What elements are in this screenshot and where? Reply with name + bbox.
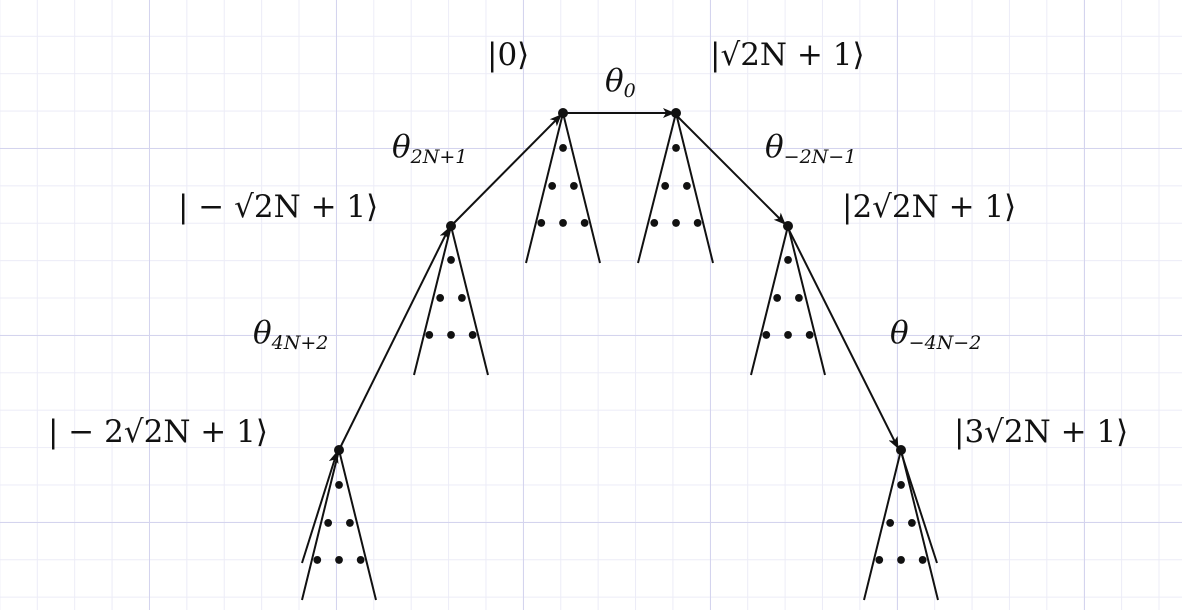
state-label-plus-two: |2√2N + 1⟩ [842, 189, 1017, 225]
angle-label-theta-2n-plus-1: θ2N+1 [392, 132, 467, 167]
subtree-dots-3: • • • [534, 212, 592, 237]
node-s-neg1 [446, 221, 456, 231]
node-s1 [671, 108, 681, 118]
subtree-dots-2: • • [658, 175, 694, 200]
subtree-dots-1: • [669, 137, 683, 162]
angle-symbol: θ [253, 315, 272, 351]
subtree-dots-2: • • [545, 175, 581, 200]
node-s-neg2 [334, 445, 344, 455]
node-s3 [896, 445, 906, 455]
angle-symbol: θ [890, 315, 909, 351]
angle-label-theta-0: θ0 [605, 66, 636, 101]
subtree-dots-1: • [444, 249, 458, 274]
angle-label-theta-minus-4n-minus-2: θ−4N−2 [890, 318, 981, 353]
subtree-dots-3: • • • [759, 324, 817, 349]
node-s2 [783, 221, 793, 231]
subtree-dots-1: • [556, 137, 570, 162]
edge-s2-to-s3 [787, 227, 899, 449]
subtree-dots-2: • • [433, 287, 469, 312]
state-label-minus-two: | − 2√2N + 1⟩ [48, 414, 268, 450]
edge-s1-to-s2 [675, 114, 786, 225]
subtree-dots-2: • • [883, 512, 919, 537]
subtree-dots-3: • • • [422, 324, 480, 349]
edge-incoming-s-neg2 [301, 451, 339, 564]
subtree-dots-3: • • • [872, 549, 930, 574]
subtree-dots-2: • • [770, 287, 806, 312]
edge-s-neg1-to-s0 [450, 114, 562, 227]
subtree-dots-2: • • [321, 512, 357, 537]
angle-subscript: 0 [623, 80, 636, 102]
subtree-dots-1: • [332, 474, 346, 499]
subtree-dots-1: • [781, 249, 795, 274]
subtree-dots-1: • [894, 474, 908, 499]
angle-subscript: 4N+2 [271, 332, 329, 354]
state-label-plus-three: |3√2N + 1⟩ [954, 414, 1129, 450]
angle-subscript: −2N−1 [783, 146, 857, 168]
node-s0 [558, 108, 568, 118]
edge-s-neg2-to-s-neg1 [338, 227, 450, 451]
state-label-minus-one: | − √2N + 1⟩ [178, 189, 379, 225]
state-label-zero: |0⟩ [487, 37, 530, 73]
angle-symbol: θ [605, 63, 624, 99]
angle-subscript: −4N−2 [908, 332, 982, 354]
state-label-plus-one: |√2N + 1⟩ [710, 37, 865, 73]
angle-symbol: θ [765, 129, 784, 165]
subtree-dots-3: • • • [310, 549, 368, 574]
angle-symbol: θ [392, 129, 411, 165]
angle-label-theta-4n-plus-2: θ4N+2 [253, 318, 328, 353]
angle-label-theta-minus-2n-minus-1: θ−2N−1 [765, 132, 856, 167]
angle-subscript: 2N+1 [410, 146, 468, 168]
subtree-dots-3: • • • [647, 212, 705, 237]
